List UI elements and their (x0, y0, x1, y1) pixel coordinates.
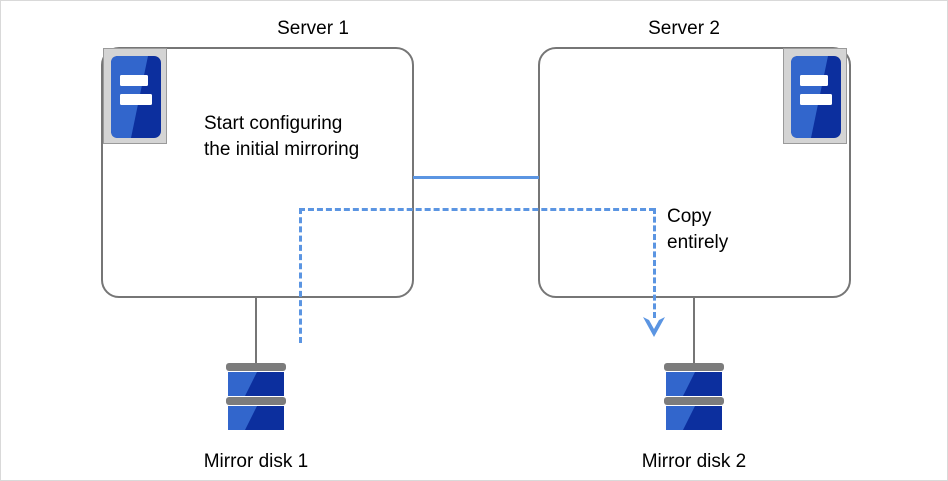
mirror-disk-icon-glyph (226, 363, 286, 430)
server-1-description-line2: the initial mirroring (204, 138, 360, 160)
copy-path-horizontal-segment (299, 208, 655, 211)
mirror-disk-2-icon (664, 363, 724, 431)
copy-entirely-line2: entirely (667, 231, 729, 253)
server-2-title: Server 2 (648, 18, 720, 39)
mirror-disk-2-label: Mirror disk 2 (641, 451, 747, 472)
mirror-disk-1-icon (226, 363, 286, 431)
copy-path-left-segment (299, 208, 302, 343)
server-icon-glyph (111, 56, 161, 138)
copy-entirely-label: Copy entirely (667, 204, 728, 255)
server-icon (104, 49, 166, 143)
disk-2-connector (693, 297, 695, 364)
server-1-description: Start configuring the initial mirroring (204, 111, 359, 162)
arrow-down-icon-glyph (643, 317, 665, 337)
arrow-down-icon (640, 311, 668, 341)
server-1-description-line1: Start configuring (204, 113, 343, 134)
mirror-disk-1-label: Mirror disk 1 (203, 451, 309, 472)
server-icon-glyph (791, 56, 841, 138)
copy-path-right-segment (653, 208, 656, 318)
copy-entirely-line1: Copy (667, 206, 712, 227)
server-icon (784, 49, 846, 143)
server-1-box (101, 47, 414, 298)
server-1-title: Server 1 (277, 18, 349, 39)
server-icon-left-frame (103, 48, 167, 144)
server-icon-right-frame (783, 48, 847, 144)
mirror-disk-icon-glyph (664, 363, 724, 430)
disk-1-connector (255, 297, 257, 364)
mirror-connection-line (413, 176, 539, 179)
